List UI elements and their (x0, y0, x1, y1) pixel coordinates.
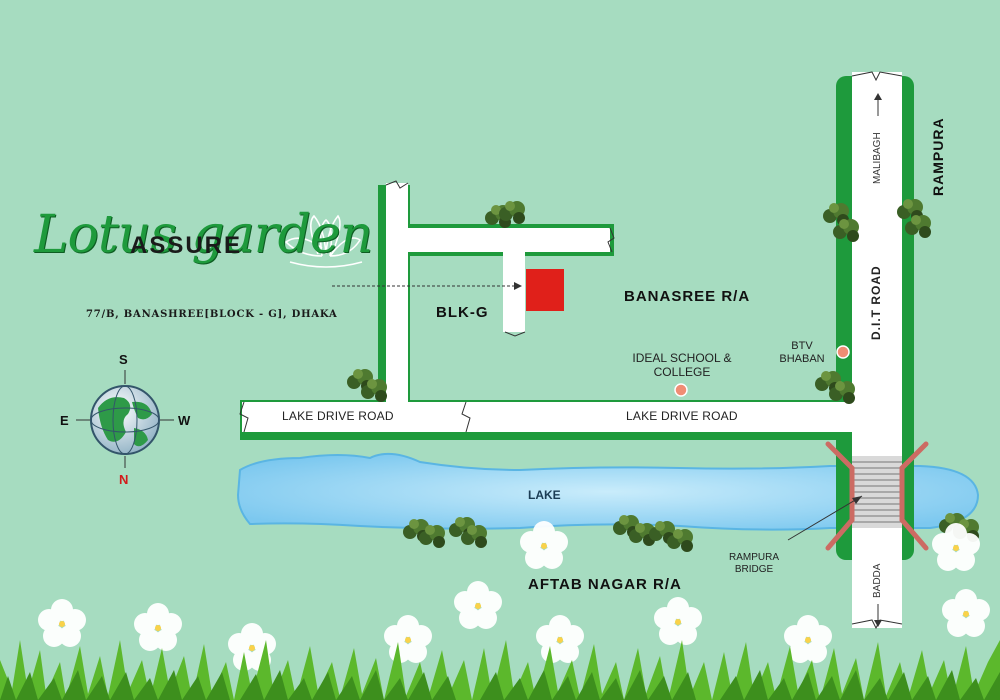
area-banasree: BANASREE R/A (624, 288, 751, 305)
road-blk-g-vertical (386, 183, 408, 405)
area-rampura: RAMPURA (930, 117, 946, 196)
bridge-rails (825, 441, 929, 551)
road-blk-g-top (386, 228, 610, 252)
compass-right-label: W (178, 413, 191, 428)
compass-left-label: E (60, 413, 69, 428)
road-label-dit: D.I.T ROAD (869, 265, 883, 340)
landmark-school-label: IDEAL SCHOOL & COLLEGE (632, 351, 732, 379)
road-label-badda: BADDA (872, 563, 883, 598)
area-lake: LAKE (528, 488, 561, 502)
area-blk-g: BLK-G (436, 304, 489, 321)
road-dit (852, 72, 902, 628)
site-marker (526, 269, 564, 311)
project-name: Lotus garden (34, 205, 373, 265)
grass-dark (0, 670, 1000, 700)
lake-water (236, 452, 980, 531)
compass-top-label: S (119, 352, 128, 367)
landmark-bridge-label: RAMPURA BRIDGE (728, 552, 779, 575)
road-label-lake-drive-east: LAKE DRIVE ROAD (626, 409, 738, 423)
globe-icon (90, 385, 160, 455)
brand-prefix: ASSURE (130, 232, 243, 259)
compass-bottom-label: N (119, 472, 129, 487)
btv-bhaban-dot (836, 345, 850, 359)
school-dot (674, 383, 688, 397)
landmark-btv-label: BTV BHABAN (779, 340, 825, 365)
road-lake-drive (242, 402, 854, 432)
road-label-lake-drive-west: LAKE DRIVE ROAD (282, 409, 394, 423)
area-aftab-nagar: AFTAB NAGAR R/A (528, 576, 682, 593)
road-label-malibagh: MALIBAGH (872, 132, 883, 184)
project-address: 77/B, BANASHREE[BLOCK - G], DHAKA (86, 309, 338, 320)
lotus-icon (284, 214, 363, 268)
road-blk-g-stub (503, 252, 525, 332)
